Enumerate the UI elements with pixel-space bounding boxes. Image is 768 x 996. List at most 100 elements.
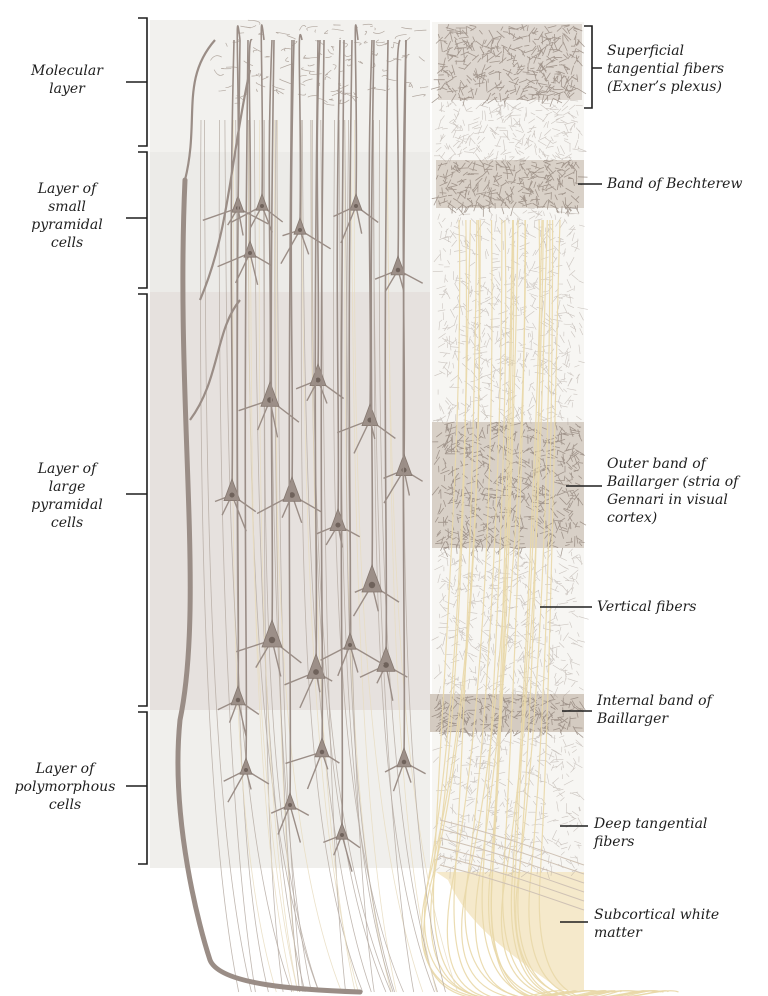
axon-fiber	[249, 119, 294, 993]
neuron	[352, 39, 400, 617]
axon-fiber	[300, 119, 359, 993]
axon-fiber	[232, 119, 277, 993]
neuron	[230, 24, 284, 233]
axon-fiber	[386, 119, 458, 993]
vertical-fiber	[490, 219, 610, 996]
apical-dendrite	[402, 39, 407, 756]
nucleus	[229, 492, 235, 498]
soma	[306, 652, 326, 679]
neuron	[223, 39, 270, 803]
neuron	[214, 39, 257, 532]
nucleus	[244, 768, 248, 772]
apical-dendrite	[340, 39, 345, 830]
hatch-texture	[431, 693, 586, 738]
neuron	[270, 39, 310, 843]
vertical-fiber	[500, 219, 662, 996]
basal-dendrite	[227, 769, 247, 803]
axon-fiber	[204, 119, 252, 993]
nucleus	[335, 522, 341, 528]
neuron	[235, 39, 302, 677]
apical-dendrite	[348, 39, 353, 640]
soma	[314, 736, 330, 758]
axon-fiber	[199, 119, 240, 993]
nucleus	[313, 669, 319, 675]
axon-fiber	[350, 119, 397, 993]
nucleus	[235, 697, 241, 703]
neuron	[374, 39, 424, 293]
soma	[361, 563, 383, 593]
nucleus	[268, 636, 276, 644]
apical-dendrite	[290, 39, 295, 487]
basal-dendrite	[249, 252, 259, 285]
apical-dendrite	[354, 24, 359, 201]
axon-fiber	[300, 119, 364, 993]
neuron	[323, 39, 361, 872]
apical-dendrite	[230, 39, 235, 488]
label-small-pyramidal: Layer of small pyramidal cells	[31, 181, 103, 251]
vertical-fiber	[474, 219, 638, 996]
bracket-small-pyramidal	[126, 151, 148, 289]
axon-fiber	[378, 119, 438, 993]
vertical-fiber	[528, 219, 679, 996]
apical-dendrite	[298, 33, 303, 225]
axon-fiber	[353, 119, 424, 993]
nucleus	[368, 581, 376, 589]
label-outer-baillarger: Outer band of Baillarger (stria of Genna…	[607, 456, 739, 526]
apical-dendrite	[270, 39, 275, 631]
nucleus	[354, 204, 358, 208]
nucleus	[348, 643, 352, 647]
label-polymorphous: Layer of polymorphous cells	[14, 761, 116, 813]
axon-fiber	[273, 119, 342, 993]
apical-dendrite	[316, 39, 321, 373]
nucleus	[340, 833, 344, 837]
vertical-fiber	[510, 219, 656, 996]
basal-dendrite	[306, 751, 323, 790]
label-bechterew: Band of Bechterew	[607, 176, 743, 192]
soma	[260, 380, 280, 407]
soma	[239, 756, 253, 775]
apical-dendrite	[336, 39, 341, 518]
axon-fiber	[262, 119, 284, 993]
nucleus	[288, 803, 292, 807]
basal-dendrite	[340, 205, 357, 244]
axon-fiber	[253, 119, 306, 993]
deep-tangential-fiber	[439, 855, 585, 902]
nucleus	[315, 377, 321, 383]
apical-dendrite	[384, 39, 389, 657]
neurons	[202, 24, 426, 872]
white-matter-region	[436, 872, 584, 990]
nucleus	[248, 251, 252, 255]
basal-dendrite	[341, 834, 353, 872]
neuron	[217, 39, 260, 738]
nucleus	[298, 228, 302, 232]
vertical-fiber	[453, 219, 605, 996]
axon-fiber	[224, 119, 293, 993]
nucleus	[395, 267, 401, 273]
neuron	[333, 24, 379, 244]
axon-fiber	[373, 119, 435, 993]
vertical-fiber	[446, 219, 599, 996]
soma	[283, 791, 297, 810]
axon-fiber	[338, 119, 394, 993]
hatch-texture	[431, 548, 589, 701]
apical-dendrite	[248, 39, 253, 248]
hatch-texture	[434, 99, 587, 170]
vertical-fiber	[515, 219, 669, 996]
label-deep-tangential: Deep tangential fibers	[594, 816, 708, 850]
soma	[349, 192, 363, 211]
bracket-molecular-layer	[126, 17, 148, 147]
soma	[255, 192, 269, 211]
nucleus	[260, 204, 264, 208]
nucleus	[383, 662, 389, 668]
neuron	[285, 39, 340, 790]
vertical-fiber	[490, 219, 610, 996]
axon-fiber	[344, 119, 375, 993]
deep-tangential-fiber	[439, 846, 585, 893]
vertical-fiber	[433, 219, 565, 996]
vertical-fiber	[517, 219, 646, 996]
vertical-fiber	[481, 219, 616, 996]
axon-fiber	[218, 119, 256, 993]
deep-tangential-fiber	[439, 828, 585, 875]
apical-dendrite	[288, 39, 293, 800]
vertical-fiber	[538, 219, 658, 996]
